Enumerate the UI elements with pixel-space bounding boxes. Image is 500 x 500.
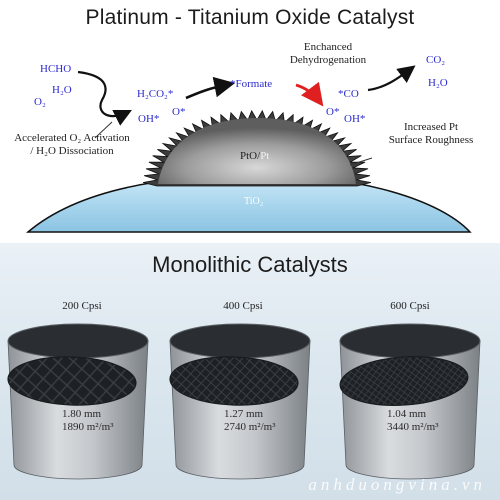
species-o-right: O* bbox=[326, 106, 340, 118]
monolith-crosssection-200 bbox=[7, 356, 137, 406]
surface-area-200: 1890 m²/m³ bbox=[62, 421, 114, 433]
activation-line-2: / H₂O Dissociation bbox=[30, 145, 114, 157]
product-arrow bbox=[367, 65, 416, 92]
roughness-annotation: Increased Pt Surface Roughness bbox=[372, 121, 490, 147]
pt-label: Pt bbox=[260, 150, 270, 162]
species-o-left: O* bbox=[172, 106, 186, 118]
species-h2co2: H₂CO₂* bbox=[137, 88, 174, 100]
spec-200: 1.80 mm 1890 m²/m³ bbox=[62, 408, 114, 434]
wall-thickness-600: 1.04 mm bbox=[387, 408, 427, 420]
reactant-hcho: HCHO bbox=[40, 63, 72, 75]
dehydrogenation-arrow bbox=[295, 81, 324, 107]
reactant-h2o: H₂O bbox=[52, 84, 72, 96]
cpsi-label-600: 600 Cpsi bbox=[390, 300, 430, 312]
monolith-rim-600 bbox=[339, 323, 481, 359]
reactant-o2: O₂ bbox=[34, 96, 46, 108]
monolith-rim-200 bbox=[7, 323, 149, 359]
watermark: anhduongvina.vn bbox=[308, 475, 486, 494]
roughness-line-1: Increased Pt bbox=[403, 121, 459, 133]
monolith-title: Monolithic Catalysts bbox=[152, 252, 348, 277]
activation-arrow bbox=[77, 70, 132, 126]
monolith-diagram bbox=[7, 323, 481, 480]
formate-arrow bbox=[185, 76, 236, 100]
monolith-crosssection-400 bbox=[169, 356, 299, 406]
roughness-line-2: Surface Roughness bbox=[388, 134, 474, 146]
surface-area-600: 3440 m²/m³ bbox=[387, 421, 439, 433]
activation-leader bbox=[94, 121, 113, 139]
activation-line-1: Accelerated O₂ Activation bbox=[14, 132, 130, 144]
spec-600: 1.04 mm 3440 m²/m³ bbox=[387, 408, 439, 434]
monolith-panel: Monolithic Catalysts 200 Cpsi 400 Cpsi 6… bbox=[0, 243, 500, 500]
wall-thickness-200: 1.80 mm bbox=[62, 408, 102, 420]
cpsi-label-200: 200 Cpsi bbox=[62, 300, 102, 312]
particle-label: PtO/Pt bbox=[240, 150, 269, 162]
catalyst-panel: Platinum - Titanium Oxide Catalyst HCHO … bbox=[0, 0, 500, 243]
catalyst-diagram bbox=[25, 65, 472, 233]
product-co2: CO₂ bbox=[426, 54, 446, 66]
pt-particle-core bbox=[158, 118, 356, 184]
wall-thickness-400: 1.27 mm bbox=[224, 408, 264, 420]
pto-label: PtO/ bbox=[240, 150, 261, 162]
monolith-group bbox=[7, 323, 481, 480]
species-oh-left: OH* bbox=[138, 113, 160, 125]
roughness-leader bbox=[349, 157, 373, 166]
monolith-crosssection-600 bbox=[339, 356, 469, 406]
dehydrogenation-line-2: Dehydrogenation bbox=[289, 54, 367, 66]
species-co: *CO bbox=[338, 88, 359, 100]
tio2-label: TiO₂ bbox=[244, 196, 264, 207]
activation-annotation: Accelerated O₂ Activation / H₂O Dissocia… bbox=[8, 132, 136, 158]
catalyst-title: Platinum - Titanium Oxide Catalyst bbox=[85, 6, 415, 29]
surface-area-400: 2740 m²/m³ bbox=[224, 421, 276, 433]
spec-400: 1.27 mm 2740 m²/m³ bbox=[224, 408, 276, 434]
cpsi-label-400: 400 Cpsi bbox=[223, 300, 263, 312]
dehydrogenation-line-1: Enchanced bbox=[303, 41, 353, 53]
product-h2o: H₂O bbox=[428, 77, 448, 89]
species-oh-right: OH* bbox=[344, 113, 366, 125]
dehydrogenation-annotation: Enchanced Dehydrogenation bbox=[278, 41, 378, 67]
monolith-rim-400 bbox=[169, 323, 311, 359]
species-formate: *Formate bbox=[230, 78, 273, 90]
